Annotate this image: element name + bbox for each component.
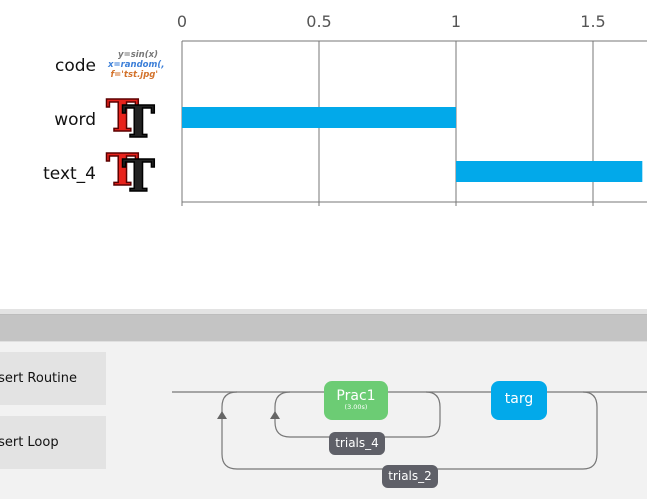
timeline-tick-label: 0	[176, 12, 188, 31]
loop-label-trials-4[interactable]: trials_4	[329, 432, 385, 455]
timeline-tick-label: 0.5	[306, 12, 332, 31]
timeline-tick-label: 1.5	[580, 12, 606, 31]
row-label-word[interactable]: word	[54, 110, 96, 130]
loop-entry-arrow-icon	[217, 411, 227, 419]
code-component-icon[interactable]: y=sin(x) x=random(, f='tst.jpg'	[108, 50, 165, 80]
insert-routine-button[interactable]: Insert Routine	[0, 352, 106, 405]
timeline-bar-text-4	[456, 161, 643, 182]
flow-panel: Insert Routine Insert Loop Prac1 (3.00s)…	[0, 309, 647, 499]
routine-prac1[interactable]: Prac1 (3.00s)	[324, 381, 388, 420]
timeline-chart	[181, 40, 647, 206]
timeline-tick-label: 1	[450, 12, 462, 31]
routine-timeline: 0 0.5 1 1.5 code y=sin(x) x=random(, f='tst…	[43, 12, 647, 206]
row-label-text-4[interactable]: text_4	[43, 164, 96, 184]
flow-header-bar	[0, 314, 647, 342]
timeline-bar-word	[182, 107, 456, 128]
panel-divider[interactable]	[0, 309, 647, 314]
loop-label-trials-2[interactable]: trials_2	[382, 465, 438, 488]
row-label-code[interactable]: code	[55, 56, 96, 76]
routine-targ[interactable]: targ	[491, 381, 547, 420]
insert-loop-button[interactable]: Insert Loop	[0, 416, 106, 469]
loop-entry-arrow-icon	[270, 411, 280, 419]
